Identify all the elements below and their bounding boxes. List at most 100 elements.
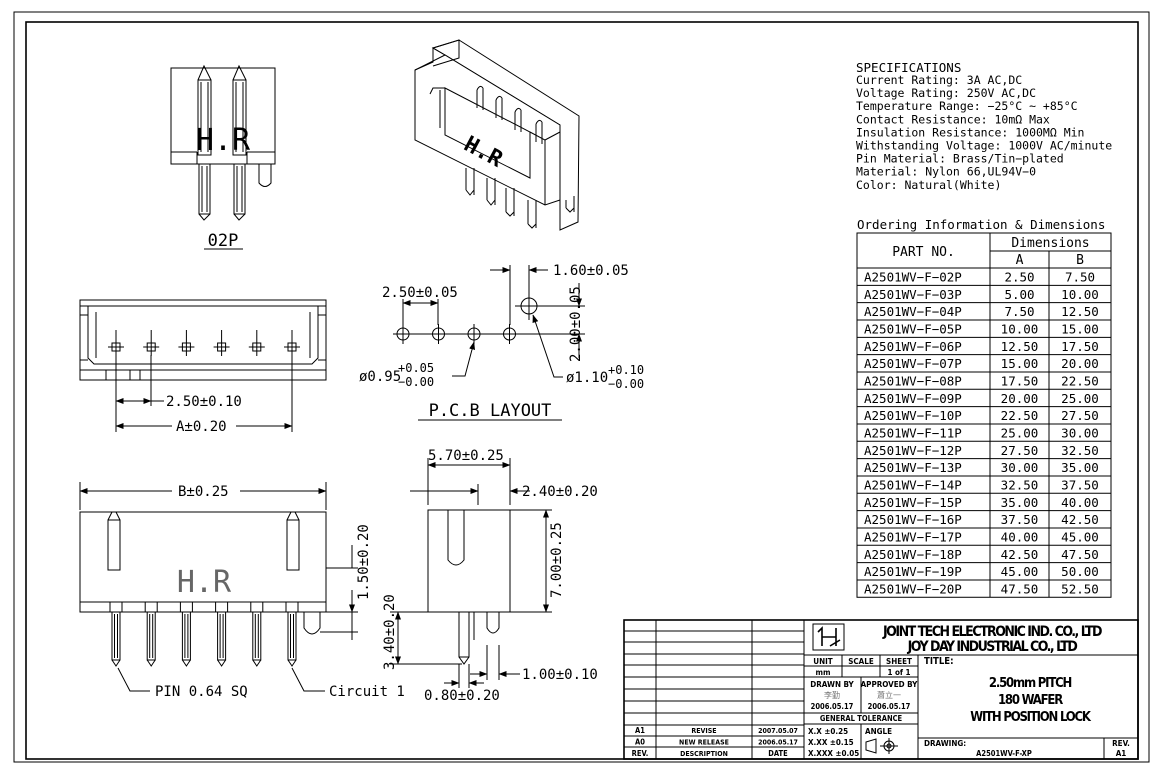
dim-150: 1.50±0.20	[356, 524, 372, 600]
dim-hole-095: ø0.95	[359, 369, 401, 385]
dim-b-value: 42.50	[1061, 512, 1099, 527]
dim-pitch-010: 2.50±0.10	[166, 394, 242, 410]
tol-2: X.XX ±0.15	[808, 738, 854, 747]
dim-hole-110: ø1.10	[566, 370, 608, 386]
spec-line: Withstanding Voltage: 1000V AC/minute	[856, 139, 1112, 153]
dim-a-value: 12.50	[1001, 339, 1039, 354]
dim-b-value: 45.00	[1061, 529, 1099, 544]
spec-line: Color: Natural(White)	[856, 178, 1001, 192]
pin	[181, 611, 191, 661]
view-02p: H.R 02P	[170, 64, 276, 251]
rev-code: A1	[635, 726, 645, 735]
unit-label: UNIT	[813, 657, 833, 666]
dim-a-value: 45.00	[1001, 564, 1039, 579]
label-02p: 02P	[208, 231, 239, 251]
company-logo-icon	[812, 623, 845, 651]
circuit-label: Circuit 1	[329, 684, 405, 700]
rev-label: REV.	[1112, 739, 1130, 748]
tolerance-label: GENERAL TOLERANCE	[820, 714, 903, 723]
dim-b-value: 27.50	[1061, 408, 1099, 423]
part-number: A2501WV−F−06P	[864, 339, 962, 354]
dim-a-value: 25.00	[1001, 425, 1039, 440]
dim-a-value: 5.00	[1004, 287, 1034, 302]
dim-b-value: 12.50	[1061, 304, 1099, 319]
spec-line: Current Rating: 3A AC,DC	[856, 73, 1022, 87]
col-b-header: B	[1076, 253, 1084, 268]
approved-label: APPROVED BY	[861, 680, 919, 689]
dim-a-value: 37.50	[1001, 512, 1039, 527]
top-view: 2.50±0.10 A±0.20	[79, 299, 327, 435]
dim-a-value: 10.00	[1001, 321, 1039, 336]
dimensions-header: Dimensions	[1011, 236, 1089, 251]
part-number: A2501WV−F−04P	[864, 304, 962, 319]
pin	[287, 611, 297, 661]
dim-100: 1.00±0.10	[522, 667, 598, 683]
part-number: A2501WV−F−16P	[864, 512, 962, 527]
dim-a-value: 42.50	[1001, 547, 1039, 562]
dim-b-value: 50.00	[1061, 564, 1099, 579]
dim-b-value: 35.00	[1061, 460, 1099, 475]
approved-date: 2006.05.17	[868, 702, 911, 711]
rev-description: REVISE	[691, 727, 716, 735]
drawn-date: 2006.05.17	[811, 702, 854, 711]
drawing-label: DRAWING:	[924, 739, 966, 748]
spec-line: Contact Resistance: 10mΩ Max	[856, 112, 1050, 126]
part-number: A2501WV−F−08P	[864, 373, 962, 388]
dim-b-value: 30.00	[1061, 425, 1099, 440]
dim-a-value: 17.50	[1001, 373, 1039, 388]
part-number: A2501WV−F−07P	[864, 356, 962, 371]
spec-line: Insulation Resistance: 1000MΩ Min	[856, 125, 1084, 139]
tol-3: X.XXX ±0.05	[808, 749, 859, 758]
inner-border	[25, 21, 1139, 760]
part-number: A2501WV−F−18P	[864, 547, 962, 562]
pin	[217, 611, 227, 661]
dim-hole-110-dn: −0.00	[608, 377, 644, 391]
pcb-layout-title: P.C.B LAYOUT	[429, 401, 552, 421]
pin	[111, 611, 121, 661]
part-number: A2501WV−F−03P	[864, 287, 962, 302]
spec-line: Pin Material: Brass/Tin−plated	[856, 152, 1064, 166]
company-name-2: JOY DAY INDUSTRIAL CO., LTD	[907, 639, 1078, 655]
front-view: B±0.25 H.R 1.50±0.20 PIN 0.64 SQ Circuit…	[79, 482, 405, 700]
spec-line: Material: Nylon 66,UL94V−0	[856, 165, 1036, 179]
specifications: SPECIFICATIONS Current Rating: 3A AC,DCV…	[856, 60, 1112, 192]
dim-b-value: 25.00	[1061, 391, 1099, 406]
part-number: A2501WV−F−12P	[864, 443, 962, 458]
rev-date: 2006.05.17	[758, 738, 798, 746]
dim-pcb-200: 2.00±0.05	[568, 286, 584, 362]
hr-mark-front: H.R	[177, 565, 232, 600]
part-number: A2501WV−F−20P	[864, 581, 962, 596]
dim-a-value: 30.00	[1001, 460, 1039, 475]
sheet-value: 1 of 1	[887, 668, 910, 677]
dim-a-value: 32.50	[1001, 477, 1039, 492]
pin	[146, 611, 156, 661]
part-number: A2501WV−F−05P	[864, 321, 962, 336]
part-number: A2501WV−F−11P	[864, 425, 962, 440]
dim-b-value: 15.00	[1061, 321, 1099, 336]
ordering-title: Ordering Information & Dimensions	[857, 217, 1105, 232]
dim-b-value: 40.00	[1061, 495, 1099, 510]
company-name-1: JOINT TECH ELECTRONIC IND. CO., LTD	[882, 624, 1102, 640]
dim-700: 7.00±0.25	[549, 522, 565, 598]
dim-pcb-160: 1.60±0.05	[553, 263, 629, 279]
date-header: DATE	[768, 749, 788, 758]
dim-a-020: A±0.20	[176, 419, 227, 435]
part-no-header: PART NO.	[892, 245, 955, 260]
dim-340: 3.40±0.20	[382, 594, 398, 670]
drawing-title-line: WITH POSITION LOCK	[970, 710, 1092, 725]
drawing-title-line: 2.50mm PITCH	[989, 676, 1072, 691]
rev-code: A0	[635, 737, 645, 746]
dim-b-value: 17.50	[1061, 339, 1099, 354]
part-number: A2501WV−F−02P	[864, 270, 962, 285]
drawing-number: A2501WV-F-XP	[976, 749, 1032, 758]
sheet-label: SHEET	[886, 657, 912, 666]
part-number: A2501WV−F−10P	[864, 408, 962, 423]
part-number: A2501WV−F−19P	[864, 564, 962, 579]
isometric-view: H.R	[414, 39, 580, 231]
dim-a-value: 20.00	[1001, 391, 1039, 406]
col-a-header: A	[1016, 253, 1024, 268]
dim-a-value: 40.00	[1001, 529, 1039, 544]
dim-hole-095-dn: −0.00	[398, 375, 434, 389]
drawn-by-label: DRAWN BY	[810, 680, 854, 689]
